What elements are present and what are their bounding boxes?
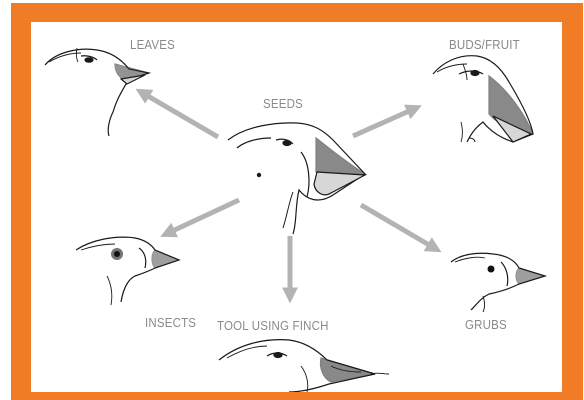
arrow-to-insects [166,200,239,234]
center-label-seeds: SEEDS [263,97,303,111]
node-label-buds-fruit: BUDS/FRUIT [449,38,520,52]
leaves-finch-head [45,48,149,136]
grubs-finch-head [451,253,545,312]
node-label-grubs: GRUBS [465,318,507,332]
node-label-leaves: LEAVES [130,38,175,52]
diagram-canvas [31,22,562,392]
arrow-to-grubs [361,205,436,249]
tool-using-finch-head [219,340,389,392]
node-label-insects: INSECTS [145,316,196,330]
insects-finch-head [76,237,179,305]
diagram-panel: SEEDS LEAVES BUDS/FRUIT INSECTS TOOL USI… [31,22,562,392]
arrow-to-buds-fruit [353,108,416,136]
node-label-tool-using-finch: TOOL USING FINCH [217,319,329,333]
seeds-finch-head [228,123,365,234]
arrow-to-leaves [141,92,218,137]
buds-fruit-finch-head [433,56,533,142]
